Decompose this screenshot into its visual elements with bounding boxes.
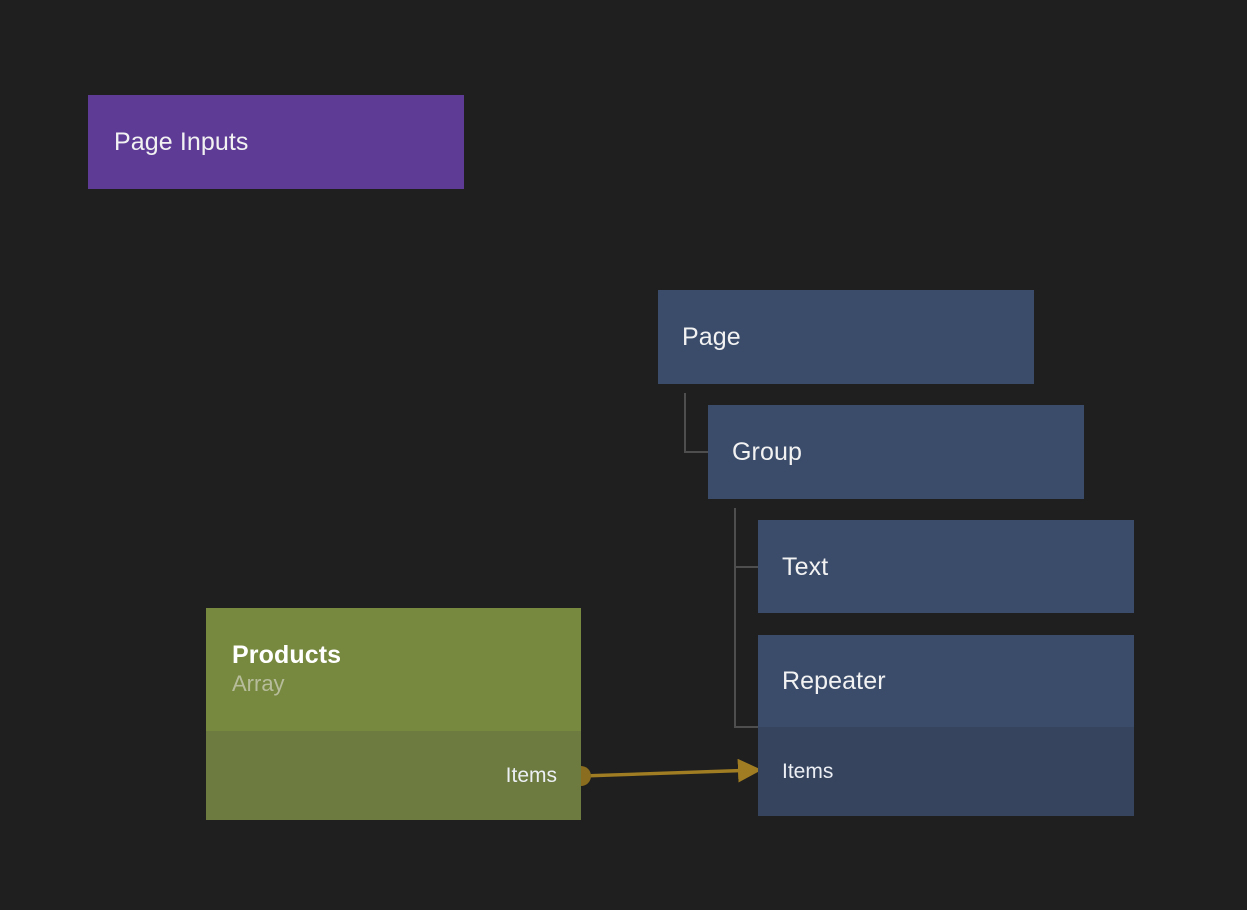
wire-products-items-to-repeater-items [581,758,762,783]
node-products-title: Products [232,641,342,670]
node-page-inputs[interactable]: Page Inputs [88,95,464,189]
node-products[interactable]: Products Array Items [206,608,581,820]
node-group[interactable]: Group [708,405,1084,499]
tree-connector-group-text-tick [734,566,758,568]
node-page-title: Page [682,323,741,351]
node-text[interactable]: Text [758,520,1134,613]
node-products-subtitle: Array [232,671,285,697]
tree-connector-page-group-vertical [684,393,686,453]
node-repeater[interactable]: Repeater Items [758,635,1134,816]
node-text-header: Text [758,520,1134,613]
tree-connector-group-children-vertical [734,508,736,728]
node-products-output-items-label: Items [505,763,557,787]
node-text-title: Text [782,552,829,581]
node-page-inputs-title: Page Inputs [114,128,249,156]
node-products-header: Products Array [206,608,581,731]
tree-connector-page-group-elbow [684,451,708,453]
node-products-output-items[interactable]: Items [206,731,581,820]
node-repeater-input-items[interactable]: Items [758,727,1134,816]
tree-connector-group-repeater-elbow [734,726,758,728]
node-repeater-title: Repeater [782,667,886,695]
node-page[interactable]: Page [658,290,1034,384]
node-repeater-input-items-label: Items [782,759,834,783]
node-group-title: Group [732,438,802,466]
node-group-header: Group [708,405,1084,499]
node-repeater-header: Repeater [758,635,1134,727]
node-page-inputs-header: Page Inputs [88,95,464,189]
node-page-header: Page [658,290,1034,384]
